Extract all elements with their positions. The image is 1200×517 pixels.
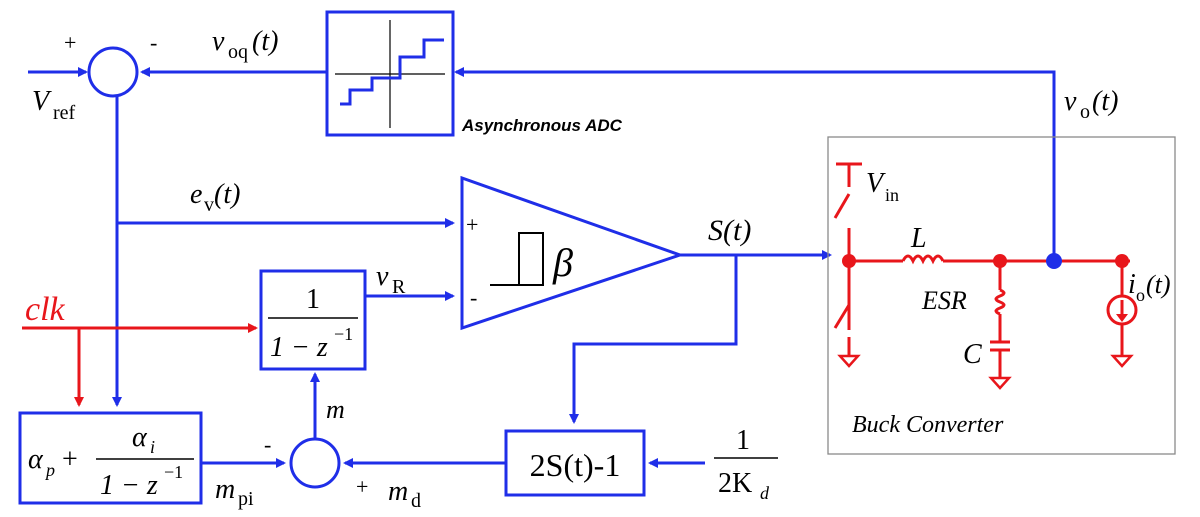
svg-text:(t): (t) [214,179,240,210]
voq-label: v oq (t) [212,26,278,63]
svg-text:i: i [150,437,155,457]
summing-junction-modulation [289,437,341,489]
svg-text:m: m [215,474,235,505]
integrator-denominator: 1 − z −1 [270,324,353,363]
svg-text:d: d [760,483,770,503]
hysteresis-comparator [460,175,685,331]
esr-label: ESR [921,286,967,315]
svg-text:α: α [28,444,44,475]
buck-converter-circuit [833,162,1138,390]
svg-text:v: v [376,261,389,292]
svg-text:2K: 2K [718,468,752,499]
capacitor-label: C [963,339,982,370]
svg-text:o: o [1080,101,1090,123]
svg-text:α: α [132,422,148,453]
pi-controller-block [18,411,203,505]
svg-text:v: v [212,26,225,57]
svg-text:p: p [44,460,55,480]
svg-text:−1: −1 [334,324,353,344]
summing-junction-error [87,46,139,98]
svg-text:in: in [885,185,899,205]
svg-text:m: m [388,476,408,507]
ev-label: e v (t) [190,179,240,216]
s-mapping-label: 2S(t)-1 [530,447,621,483]
mpi-label: m pi [215,474,254,510]
svg-text:i: i [1128,269,1136,300]
vr-label: v R [376,261,406,298]
m-label: m [326,395,345,424]
svg-text:e: e [190,179,202,210]
svg-text:V: V [32,86,52,117]
comparator-plus: + [466,212,478,237]
svg-text:o: o [1136,285,1145,305]
svg-text:−1: −1 [164,462,183,482]
s-t-label: S(t) [708,214,751,247]
svg-text:pi: pi [238,488,254,510]
comparator-minus: - [470,285,477,310]
hysteresis-icon [490,232,544,286]
svg-text:(t): (t) [1092,86,1118,117]
buck-converter-box [827,136,1176,455]
adc-block [325,10,455,137]
svg-text:ref: ref [53,102,76,124]
beta-label: β [552,240,573,285]
vo-feedback-wire [462,70,1056,261]
svg-text:d: d [411,490,421,512]
svg-text:+: + [62,444,78,475]
pi-formula: α p + α i 1 − z −1 [28,422,194,501]
svg-text:R: R [392,276,406,298]
svg-text:v: v [204,194,214,216]
s-feedback-wire [569,255,738,424]
svg-text:V: V [866,168,886,199]
kd-gain-label: 1 2K d [714,425,778,503]
svg-text:1 − z: 1 − z [100,470,158,501]
vo-label: v o (t) [1064,86,1118,123]
sum1-minus-sign: - [150,30,157,55]
adc-caption: Asynchronous ADC [461,116,623,135]
svg-text:(t): (t) [1146,270,1171,299]
integrator-numerator: 1 [306,284,320,315]
svg-text:oq: oq [228,41,248,63]
sum1-plus-sign: + [64,30,76,55]
sum2-minus-sign: - [264,432,271,457]
vref-label: V ref [32,86,76,124]
svg-text:(t): (t) [252,26,278,57]
adc-staircase-icon [335,20,445,128]
buck-caption: Buck Converter [852,412,1004,438]
svg-text:v: v [1064,86,1077,117]
vin-label: V in [866,168,899,205]
integrator-block [259,269,367,371]
io-label: i o (t) [1128,269,1171,305]
md-label: m d [388,476,421,512]
s-mapping-block [504,429,646,497]
clk-label: clk [25,291,66,328]
svg-text:1 − z: 1 − z [270,332,328,363]
sum2-plus-sign: + [356,474,368,499]
svg-text:1: 1 [736,425,750,456]
inductor-label: L [910,223,927,254]
